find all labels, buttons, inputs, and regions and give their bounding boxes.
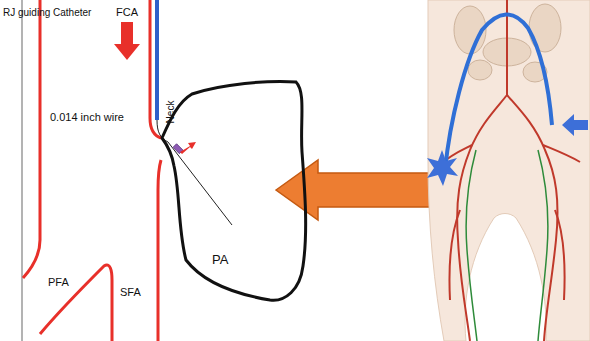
guiding-catheter (155, 0, 159, 120)
vessel-wall (158, 160, 161, 341)
body-outline (428, 0, 590, 341)
guide-wire (157, 120, 232, 225)
vessel-wall (40, 265, 112, 341)
small-arrow (180, 142, 196, 154)
access-arrow (562, 114, 588, 136)
device-label: RJ guiding Catheter (3, 7, 91, 18)
device-label: 0.014 inch wire (50, 111, 124, 123)
vessel-wall (150, 0, 161, 138)
sac-outline-path (162, 82, 306, 301)
sac-outline (160, 80, 308, 306)
zoom-arrow (276, 160, 440, 220)
anatomy-label: PFA (48, 276, 69, 288)
aneurysm-sac: PA (160, 80, 308, 306)
catheter-route (445, 14, 552, 170)
node-label: PA (212, 253, 228, 267)
border-line (21, 0, 23, 341)
anatomy-label: FCA (116, 6, 138, 18)
veins (466, 150, 548, 341)
arteries (440, 0, 580, 341)
vessel-wall (23, 0, 40, 278)
flow-arrow (114, 22, 140, 60)
anatomy-label: SFA (120, 286, 141, 298)
puncture-star (427, 150, 458, 186)
